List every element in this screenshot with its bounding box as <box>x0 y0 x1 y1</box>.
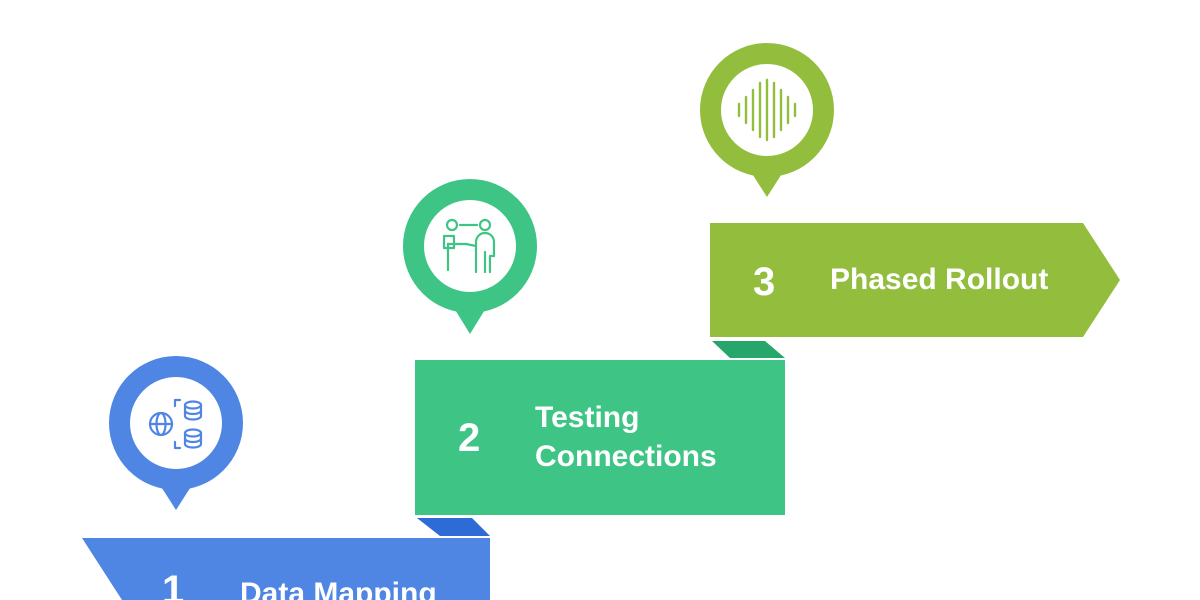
step-3-pin-tip <box>751 172 783 197</box>
step-2-fold <box>712 341 785 358</box>
step-2-banner <box>415 360 785 515</box>
step-2-number: 2 <box>458 416 481 460</box>
step-1-title: Data Mapping <box>240 577 437 600</box>
step-1-banner <box>82 538 490 600</box>
step-1-fold <box>417 518 490 536</box>
globe-database-icon <box>148 398 203 450</box>
step-3-number: 3 <box>753 260 776 304</box>
step-2-pin-inner <box>424 200 516 292</box>
step-3-title: Phased Rollout <box>830 263 1049 296</box>
team-presentation-icon <box>442 218 496 274</box>
step-2-title-line-1: Testing <box>535 401 640 434</box>
step-1 <box>82 356 490 600</box>
step-2-pin-tip <box>454 308 486 334</box>
step-1-pin-inner <box>130 377 222 469</box>
step-3 <box>700 43 1120 337</box>
step-2 <box>403 179 785 515</box>
sound-wave-icon <box>737 78 797 142</box>
step-2-title-line-2: Connections <box>535 440 717 473</box>
step-3-banner <box>710 223 1120 337</box>
step-1-number: 1 <box>162 568 185 600</box>
step-1-pin-tip <box>160 485 192 510</box>
step-1-pin <box>109 356 243 510</box>
step-2-pin <box>403 179 537 334</box>
